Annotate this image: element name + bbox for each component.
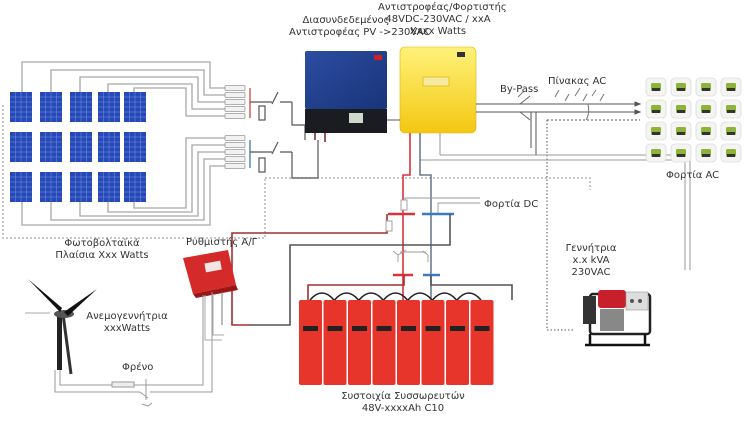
fuse bbox=[224, 99, 246, 105]
pv-panel bbox=[124, 92, 146, 122]
dc-loads-label: Φορτία DC bbox=[484, 199, 539, 210]
pv-array-label: Φωτοβολταϊκά Πλαίσια Xxx Watts bbox=[40, 238, 164, 262]
wind-brake-wiring bbox=[54, 292, 213, 407]
pv-panel bbox=[70, 132, 92, 162]
pv-panel bbox=[98, 92, 120, 122]
generator-label-line2: x.x kVA bbox=[572, 255, 610, 266]
pv-string-wiring bbox=[2, 61, 591, 239]
wind-turbine-label-line2: xxxWatts bbox=[103, 323, 151, 334]
string-fuses bbox=[224, 85, 246, 169]
pv-array-label-line1: Φωτοβολταϊκά bbox=[64, 238, 140, 249]
battery-bank-label: Συστοιχία Συσσωρευτών 48V-xxxxAh C10 bbox=[333, 391, 473, 415]
fuse bbox=[224, 163, 246, 169]
ac-panel-label: Πίνακας AC bbox=[548, 76, 607, 87]
grid-inverter-label: Διασυνδεδεμένος Αντιστροφέας PV ->230VAC bbox=[289, 15, 431, 39]
battery-inverter-label-line2: 48VDC-230VAC / xxA bbox=[385, 14, 491, 25]
fuse bbox=[224, 106, 246, 112]
bypass-label: By-Pass bbox=[500, 84, 539, 95]
kettle-icon bbox=[645, 77, 667, 97]
ac-panel-breakers[interactable] bbox=[564, 93, 605, 121]
pv-panel bbox=[40, 172, 62, 202]
pv-panel bbox=[70, 92, 92, 122]
pv-panel bbox=[98, 172, 120, 202]
battery-cell bbox=[323, 292, 360, 385]
fuse bbox=[224, 142, 246, 148]
battery-cell bbox=[397, 292, 433, 385]
battery-bank-label-line1: Συστοιχία Συσσωρευτών bbox=[341, 391, 465, 402]
battery-inverter-label-line1: Αντιστροφέας/Φορτιστής bbox=[378, 2, 507, 13]
dc-loads-wiring bbox=[385, 197, 480, 262]
bypass-switch[interactable] bbox=[519, 95, 531, 121]
fuse bbox=[224, 113, 246, 119]
washing-machine-icon bbox=[670, 121, 692, 141]
pv-panel bbox=[98, 132, 120, 162]
blender-icon bbox=[645, 121, 667, 141]
grid-inverter[interactable] bbox=[305, 51, 387, 133]
hair-dryer-icon bbox=[695, 99, 717, 119]
generator[interactable] bbox=[583, 290, 652, 347]
iron-icon bbox=[670, 143, 692, 163]
satellite-dish-icon bbox=[695, 143, 717, 163]
battery-inverter[interactable] bbox=[399, 46, 477, 134]
brake-label: Φρένο bbox=[122, 362, 154, 373]
charge-controller[interactable] bbox=[183, 250, 238, 341]
tv-icon bbox=[720, 143, 742, 163]
pv-panel bbox=[124, 172, 146, 202]
fan-icon bbox=[720, 121, 742, 141]
mixer-icon bbox=[695, 77, 717, 97]
pv-panel bbox=[10, 92, 32, 122]
pv-array-label-line2: Πλαίσια Xxx Watts bbox=[55, 250, 149, 261]
pv-panel bbox=[40, 92, 62, 122]
ac-loads-grid bbox=[645, 77, 742, 163]
generator-label-line1: Γεννήτρια bbox=[565, 243, 617, 254]
oven-icon bbox=[720, 77, 742, 97]
fuse bbox=[224, 85, 246, 91]
dc-wiring bbox=[231, 133, 513, 340]
pv-panel bbox=[124, 132, 146, 162]
pv-panel bbox=[10, 172, 32, 202]
wind-turbine bbox=[25, 279, 97, 375]
battery-inverter-label-line3: Xxxx Watts bbox=[409, 26, 467, 37]
fridge-icon bbox=[720, 99, 742, 119]
grid-inverter-label-line1: Διασυνδεδεμένος bbox=[302, 15, 390, 26]
charge-controller-label: Ρυθμιστής Α/Γ bbox=[186, 237, 258, 248]
battery-cell bbox=[299, 292, 335, 385]
table-lamp-icon bbox=[645, 143, 667, 163]
battery-bank-label-line2: 48V-xxxxAh C10 bbox=[361, 403, 445, 414]
fuse bbox=[224, 156, 246, 162]
battery-cell bbox=[421, 292, 458, 385]
coffee-machine-icon bbox=[645, 99, 667, 119]
battery-cell bbox=[470, 300, 494, 385]
fuse bbox=[224, 92, 246, 98]
ac-loads-label: Φορτία AC bbox=[666, 170, 720, 181]
grid-inverter-label-line2: Αντιστροφέας PV ->230VAC bbox=[289, 27, 431, 38]
fuse bbox=[224, 149, 246, 155]
battery-bank bbox=[299, 292, 494, 385]
fuse bbox=[224, 135, 246, 141]
battery-cell bbox=[348, 292, 384, 385]
wind-turbine-label: Ανεμογεννήτρια xxxWatts bbox=[82, 311, 172, 335]
wind-turbine-label-line1: Ανεμογεννήτρια bbox=[86, 311, 168, 322]
pv-panel bbox=[70, 172, 92, 202]
pv-panel bbox=[40, 132, 62, 162]
battery-cell bbox=[372, 292, 409, 385]
generator-label: Γεννήτρια x.x kVA 230VAC bbox=[561, 243, 621, 279]
pv-panel bbox=[10, 132, 32, 162]
battery-inverter-label: Αντιστροφέας/Φορτιστής 48VDC-230VAC / xx… bbox=[378, 2, 507, 38]
battery-cell bbox=[446, 292, 482, 385]
generator-label-line3: 230VAC bbox=[571, 267, 611, 278]
microwave-icon bbox=[670, 99, 692, 119]
vacuum-icon bbox=[695, 121, 717, 141]
toaster-icon bbox=[670, 77, 692, 97]
pv-array bbox=[10, 92, 146, 202]
